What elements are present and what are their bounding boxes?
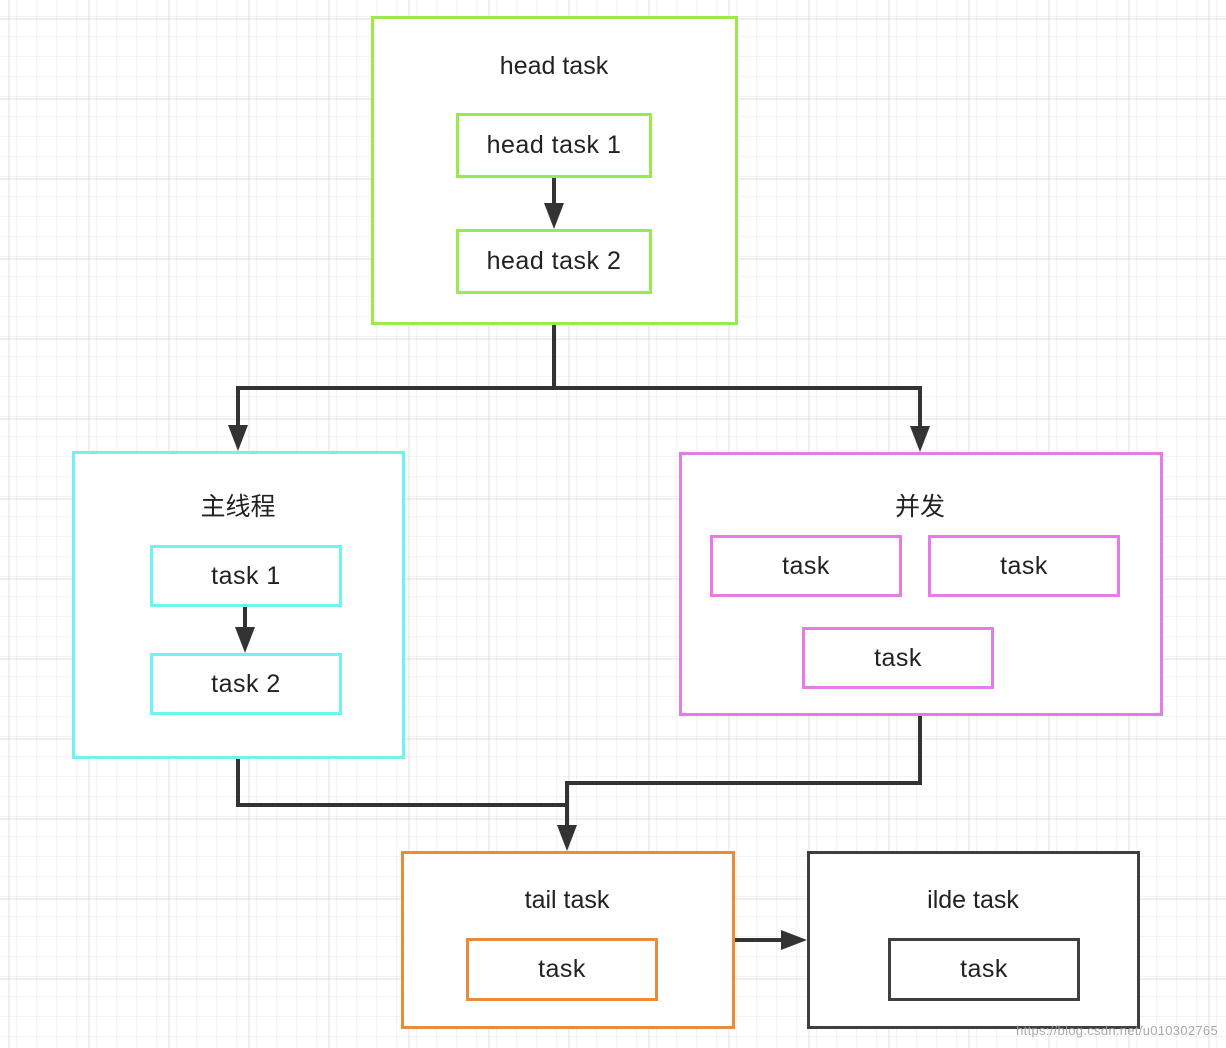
arrowhead-idle bbox=[781, 930, 807, 950]
tail-task-item: task bbox=[466, 938, 658, 1001]
tail-task-group-title: tail task bbox=[524, 886, 610, 914]
arrow-head-to-main-thread bbox=[236, 325, 556, 443]
concurrent-group-title: 并发 bbox=[894, 493, 946, 521]
arrow-main-thread-to-tail bbox=[236, 759, 569, 843]
head-task-group-title: head task bbox=[499, 52, 609, 80]
concurrent-task-3: task bbox=[802, 627, 994, 689]
watermark: https://blog.csdn.net/u010302765 bbox=[1016, 1023, 1218, 1038]
arrowhead-main-thread bbox=[228, 425, 248, 451]
main-thread-task-1: task 1 bbox=[150, 545, 342, 607]
arrow-head-to-concurrent bbox=[554, 386, 922, 444]
arrowhead-tail bbox=[557, 825, 577, 851]
concurrent-task-2: task bbox=[928, 535, 1120, 597]
arrow-concurrent-to-tail bbox=[565, 716, 922, 843]
main-thread-task-2: task 2 bbox=[150, 653, 342, 715]
idle-task-group-title: ilde task bbox=[927, 886, 1019, 914]
arrowhead-concurrent bbox=[910, 426, 930, 452]
head-task-1: head task 1 bbox=[456, 113, 652, 178]
main-thread-group-title: 主线程 bbox=[200, 493, 276, 521]
head-task-2: head task 2 bbox=[456, 229, 652, 294]
idle-task-item: task bbox=[888, 938, 1080, 1001]
concurrent-task-1: task bbox=[710, 535, 902, 597]
